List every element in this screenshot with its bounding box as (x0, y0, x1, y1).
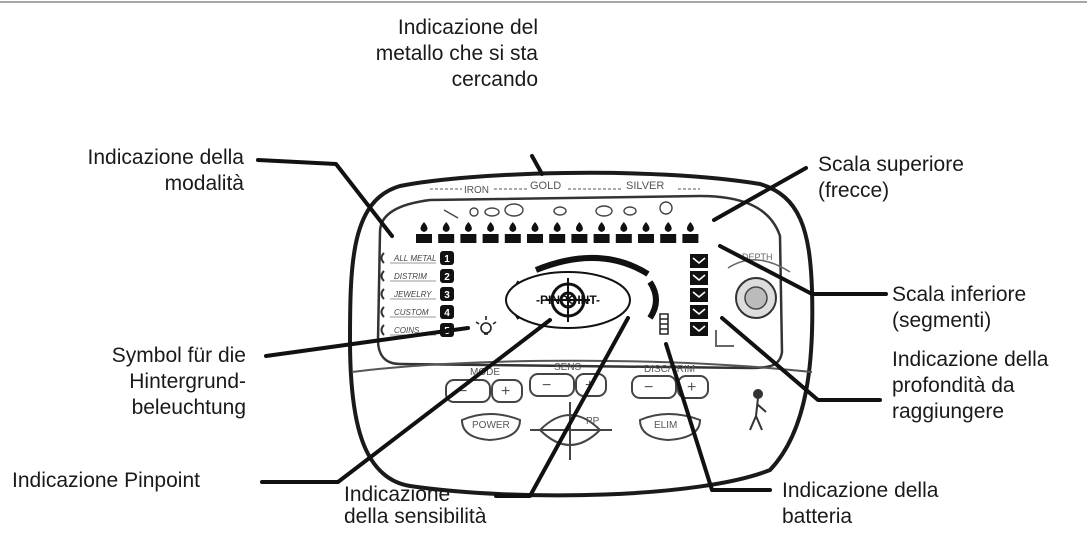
callout-depth: Indicazione della profondità da raggiung… (892, 348, 1049, 423)
category-silver: SILVER (626, 180, 664, 192)
pinpoint-label: -PINPOINT- (536, 293, 600, 307)
keypad-divider (351, 359, 813, 373)
category-gold: GOLD (530, 180, 561, 192)
mode-label: CUSTOM (394, 308, 429, 317)
mode-label: DISTRIM (394, 272, 427, 281)
mode-minus-button (445, 379, 491, 403)
callout-metal-search: Indicazione del metallo che si sta cerca… (375, 16, 538, 91)
mode-number: 1 (444, 254, 450, 265)
arrow-segment (438, 222, 455, 243)
mode-plus-glyph: + (501, 383, 510, 400)
power-button-label: POWER (472, 420, 510, 431)
disc-minus-button (631, 375, 677, 399)
arrow-segment (660, 222, 677, 243)
mode-number: 2 (444, 272, 450, 283)
coin-icon (623, 206, 637, 216)
category-legend: IRON GOLD SILVER (430, 180, 700, 196)
leader-top-scale (712, 166, 808, 222)
arrow-segment (615, 222, 632, 243)
sens-minus-button (529, 373, 575, 397)
arrow-segment (504, 222, 521, 243)
battery-icon (659, 313, 669, 335)
right-arc (647, 280, 659, 320)
target-icons (443, 201, 673, 219)
bottle-cap-icon (469, 207, 479, 217)
mode-label: ALL METAL (393, 254, 436, 263)
callout-battery: Indicazione della batteria (782, 479, 939, 528)
arrow-segment (416, 222, 432, 243)
bottom-segment-scale (690, 254, 708, 336)
depth-segment (690, 254, 708, 268)
mode-item: ALL METAL 1 (380, 251, 454, 265)
arrow-segment (593, 222, 610, 243)
depth-gauge-icon: DEPTH (715, 252, 791, 347)
category-iron: IRON (464, 185, 489, 196)
leader-mode (256, 158, 394, 238)
small-coin-icon (553, 206, 567, 216)
nail-icon (443, 209, 459, 219)
mode-item: DISTRIM 2 (380, 269, 454, 283)
mode-button-label: MODE (470, 367, 500, 378)
walking-person-icon (749, 389, 767, 431)
sens-button-label: SENS (554, 362, 582, 373)
leader-metal (530, 154, 544, 176)
depth-segment (690, 322, 708, 336)
upper-arc (534, 255, 650, 277)
leader-backlight (264, 326, 470, 358)
depth-label: DEPTH (742, 252, 773, 262)
arrow-segment (527, 222, 543, 243)
leader-depth (720, 316, 882, 402)
arrow-segment (571, 222, 588, 243)
backlight-icon (475, 316, 497, 335)
disc-minus-glyph: − (644, 379, 653, 396)
mode-item: JEWELRY 3 (380, 287, 454, 301)
depth-segment (690, 288, 708, 302)
arrow-segment (482, 222, 499, 243)
arrow-segment (460, 222, 477, 243)
mode-label: COINS (394, 326, 420, 335)
callout-sensitivity: Indicazione della sensibilità (344, 483, 487, 528)
arrow-segment (638, 222, 654, 243)
mode-number: 3 (444, 290, 450, 301)
callout-backlight: Symbol für die Hintergrund- beleuchtung (111, 344, 246, 419)
callout-pinpoint: Indicazione Pinpoint (12, 469, 200, 492)
arrow-segment (549, 222, 566, 243)
leader-lines (256, 154, 888, 498)
power-button (460, 413, 522, 442)
depth-segment (690, 305, 708, 319)
jewel-icon (595, 205, 613, 217)
disc-plus-glyph: + (687, 379, 696, 396)
top-arrow-scale (416, 222, 699, 243)
disc-button-label: DISC/TRIM (644, 364, 695, 375)
leader-battery (664, 342, 772, 492)
mode-label: JEWELRY (393, 290, 432, 299)
ring-icon (484, 207, 500, 217)
callout-mode: Indicazione della modalità (87, 146, 244, 195)
mode-item: CUSTOM 4 (380, 305, 454, 319)
callout-top-scale: Scala superiore (frecce) (818, 153, 964, 202)
leader-pinpoint (260, 318, 552, 484)
elim-button (638, 413, 702, 442)
callout-bottom-scale: Scala inferiore (segmenti) (892, 283, 1027, 332)
mode-minus-glyph: − (458, 383, 467, 400)
pp-button-label: PP (586, 416, 600, 427)
silver-coin-icon (659, 201, 673, 215)
sens-minus-glyph: − (542, 377, 551, 394)
leader-sensitivity (494, 316, 630, 498)
sens-plus-button (575, 373, 607, 397)
pinpoint-target-icon (505, 271, 631, 329)
leader-bottom-scale (718, 244, 888, 296)
mode-plus-button (491, 379, 523, 403)
elim-button-label: ELIM (654, 420, 677, 431)
arrow-segment (682, 222, 699, 243)
depth-segment (690, 271, 708, 285)
mode-number: 4 (444, 308, 450, 319)
pull-tab-icon (504, 203, 524, 217)
